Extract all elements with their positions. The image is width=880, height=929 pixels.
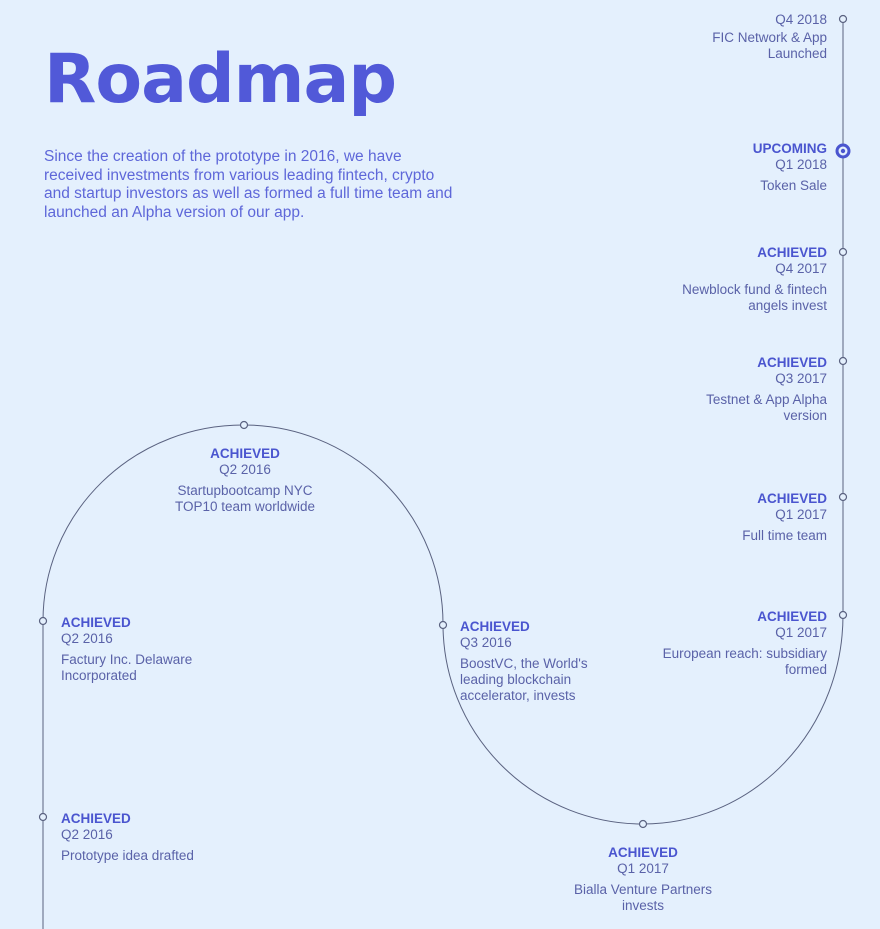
milestone-status: ACHIEVED (757, 491, 827, 506)
milestone-marker (38, 616, 48, 626)
milestone-q4-2018: Q4 2018 FIC Network & App Launched (637, 12, 827, 62)
milestone-q1-2017-bialla: ACHIEVED Q1 2017 Bialla Venture Partners… (558, 845, 728, 914)
milestone-status: ACHIEVED (757, 355, 827, 370)
milestone-q2-2016-factury: ACHIEVED Q2 2016 Factury Inc. Delaware I… (61, 615, 221, 684)
milestone-description: Startupbootcamp NYC TOP10 team worldwide (174, 483, 316, 514)
milestone-date: Q3 2016 (460, 635, 512, 650)
milestone-date: Q1 2018 (775, 157, 827, 172)
milestone-status: ACHIEVED (608, 845, 678, 860)
milestone-description: Factury Inc. Delaware Incorporated (61, 652, 193, 683)
milestone-status: UPCOMING (752, 141, 827, 156)
milestone-description: Full time team (742, 528, 827, 543)
milestone-date: Q3 2017 (775, 371, 827, 386)
milestone-description: Newblock fund & fintech angels invest (682, 282, 827, 313)
milestone-marker (638, 819, 648, 829)
milestone-marker (838, 610, 848, 620)
milestone-q2-2016-prototype: ACHIEVED Q2 2016 Prototype idea drafted (61, 811, 241, 864)
milestone-description: BoostVC, the World's leading blockchain … (460, 656, 588, 703)
milestone-marker (38, 812, 48, 822)
milestone-date: Q4 2017 (775, 261, 827, 276)
milestone-date: Q2 2016 (61, 631, 113, 646)
milestone-q1-2017-team: ACHIEVED Q1 2017 Full time team (637, 491, 827, 544)
milestone-status: ACHIEVED (61, 811, 131, 826)
milestone-marker-upcoming-core (840, 148, 846, 154)
milestone-marker (838, 247, 848, 257)
milestone-q2-2016-startupbootcamp: ACHIEVED Q2 2016 Startupbootcamp NYC TOP… (160, 446, 330, 515)
milestone-marker (838, 14, 848, 24)
milestone-description: Testnet & App Alpha version (706, 392, 827, 423)
milestone-q1-2017-europe: ACHIEVED Q1 2017 European reach: subsidi… (637, 609, 827, 678)
milestone-date: Q1 2017 (775, 507, 827, 522)
milestone-date: Q4 2018 (775, 12, 827, 27)
milestone-marker (838, 492, 848, 502)
milestone-q4-2017: ACHIEVED Q4 2017 Newblock fund & fintech… (637, 245, 827, 314)
milestone-description: Bialla Venture Partners invests (573, 882, 713, 913)
milestone-date: Q1 2017 (775, 625, 827, 640)
milestone-status: ACHIEVED (210, 446, 280, 461)
milestone-description: Prototype idea drafted (61, 848, 194, 863)
milestone-date: Q2 2016 (61, 827, 113, 842)
milestone-marker (438, 620, 448, 630)
milestone-date: Q2 2016 (219, 462, 271, 477)
milestone-marker (239, 420, 249, 430)
page-title: Roadmap (44, 40, 397, 119)
milestone-status: ACHIEVED (460, 619, 530, 634)
milestone-marker (838, 356, 848, 366)
milestone-status: ACHIEVED (757, 245, 827, 260)
milestone-description: Token Sale (760, 178, 827, 193)
intro-text: Since the creation of the prototype in 2… (44, 148, 453, 221)
milestone-q1-2018-upcoming: UPCOMING Q1 2018 Token Sale (637, 141, 827, 194)
milestone-q3-2017: ACHIEVED Q3 2017 Testnet & App Alpha ver… (637, 355, 827, 424)
milestone-description: FIC Network & App Launched (712, 30, 827, 61)
milestone-description: European reach: subsidiary formed (662, 646, 827, 677)
milestone-status: ACHIEVED (757, 609, 827, 624)
milestone-q3-2016: ACHIEVED Q3 2016 BoostVC, the World's le… (460, 619, 610, 704)
milestone-status: ACHIEVED (61, 615, 131, 630)
milestone-date: Q1 2017 (617, 861, 669, 876)
